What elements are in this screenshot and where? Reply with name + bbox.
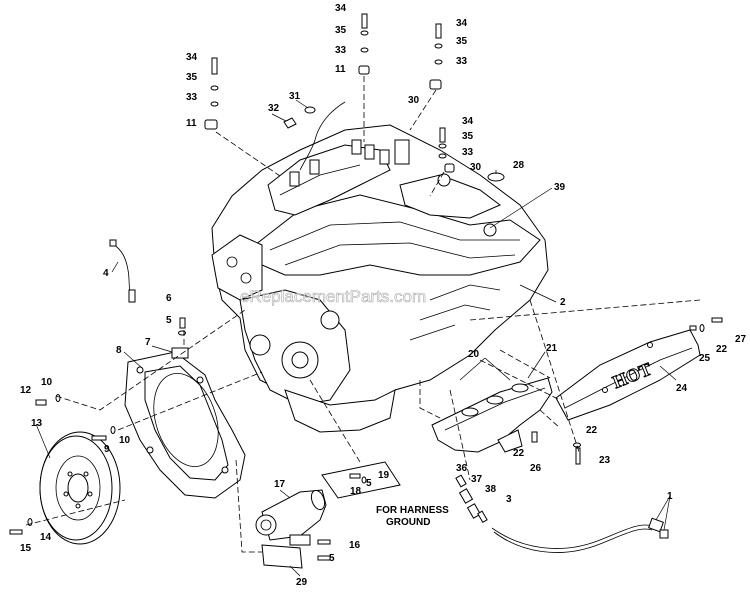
callout-35: 35 xyxy=(456,36,468,47)
callout-29: 29 xyxy=(296,577,308,588)
bell-housing xyxy=(124,351,246,499)
callout-15: 15 xyxy=(20,543,32,554)
callout-23: 23 xyxy=(599,455,611,466)
callout-20: 20 xyxy=(468,349,480,360)
callout-35: 35 xyxy=(335,25,347,36)
callout-labels: 34 35 33 11 34 35 33 11 34 35 33 30 31 3… xyxy=(20,3,747,588)
callout-33: 33 xyxy=(335,45,347,56)
sensor-cable xyxy=(491,524,653,549)
callout-10: 10 xyxy=(119,435,131,446)
callout-31: 31 xyxy=(289,91,301,102)
callout-36: 36 xyxy=(456,463,468,474)
o-ring-28 xyxy=(487,172,505,182)
callout-16: 16 xyxy=(349,540,361,551)
callout-5: 5 xyxy=(329,553,335,564)
engine-assembly xyxy=(211,124,549,433)
callout-39: 39 xyxy=(554,182,566,193)
callout-7: 7 xyxy=(145,337,151,348)
callout-34: 34 xyxy=(335,3,347,14)
callout-32: 32 xyxy=(268,103,280,114)
bolt-stack-top-right xyxy=(429,23,443,90)
bolt-stack-top-center xyxy=(358,13,370,75)
callout-34: 34 xyxy=(462,116,474,127)
callout-19: 19 xyxy=(378,470,390,481)
callout-8: 8 xyxy=(116,345,122,356)
callout-38: 38 xyxy=(485,484,497,495)
callout-34: 34 xyxy=(456,18,468,29)
callout-17: 17 xyxy=(274,479,286,490)
callout-33: 33 xyxy=(186,92,198,103)
harness-note-line1: FOR HARNESS xyxy=(376,505,449,516)
callout-28: 28 xyxy=(513,160,525,171)
exhaust-manifold xyxy=(431,377,553,453)
callout-6: 6 xyxy=(166,293,172,304)
callout-22: 22 xyxy=(586,425,598,436)
dipstick-tube xyxy=(299,101,346,171)
harness-note-line2: GROUND xyxy=(386,517,430,528)
callout-3: 3 xyxy=(506,494,512,505)
assembly-dashed-lines xyxy=(25,76,701,553)
callout-30: 30 xyxy=(470,162,482,173)
callout-5: 5 xyxy=(366,478,372,489)
harness-ground-box xyxy=(321,461,401,499)
callout-35: 35 xyxy=(462,131,474,142)
callout-22: 22 xyxy=(513,448,525,459)
leader-lines xyxy=(35,99,677,577)
callout-11: 11 xyxy=(335,64,346,75)
callout-27: 27 xyxy=(735,334,747,345)
callout-26: 26 xyxy=(530,463,542,474)
callout-14: 14 xyxy=(40,532,52,543)
callout-13: 13 xyxy=(31,418,43,429)
callout-22: 22 xyxy=(716,344,728,355)
heat-shield: HOT xyxy=(555,329,701,421)
callout-2: 2 xyxy=(560,297,566,308)
starter-motor xyxy=(255,489,331,569)
bolts-right xyxy=(531,317,723,465)
callout-4: 4 xyxy=(103,268,109,279)
callout-25: 25 xyxy=(699,353,711,364)
callout-35: 35 xyxy=(186,72,198,83)
callout-12: 12 xyxy=(20,385,32,396)
small-parts-31-32 xyxy=(283,106,316,129)
watermark: eReplacementParts.com xyxy=(240,287,426,306)
callout-11: 11 xyxy=(186,118,197,129)
callout-1: 1 xyxy=(667,491,673,502)
callout-5: 5 xyxy=(166,315,172,326)
callout-37: 37 xyxy=(471,474,483,485)
callout-24: 24 xyxy=(676,383,688,394)
bolt-stack-mid-right xyxy=(438,127,455,173)
sender-assembly xyxy=(455,474,488,524)
callout-30: 30 xyxy=(408,95,420,106)
callout-33: 33 xyxy=(462,147,474,158)
callout-21: 21 xyxy=(546,343,558,354)
callout-33: 33 xyxy=(456,56,468,67)
callout-34: 34 xyxy=(186,52,198,63)
callout-10: 10 xyxy=(41,377,53,388)
callout-9: 9 xyxy=(104,444,110,455)
bolts-left xyxy=(9,317,189,535)
callout-18: 18 xyxy=(350,486,362,497)
flywheel xyxy=(39,431,121,545)
bolt-stack-top-left xyxy=(204,57,219,130)
